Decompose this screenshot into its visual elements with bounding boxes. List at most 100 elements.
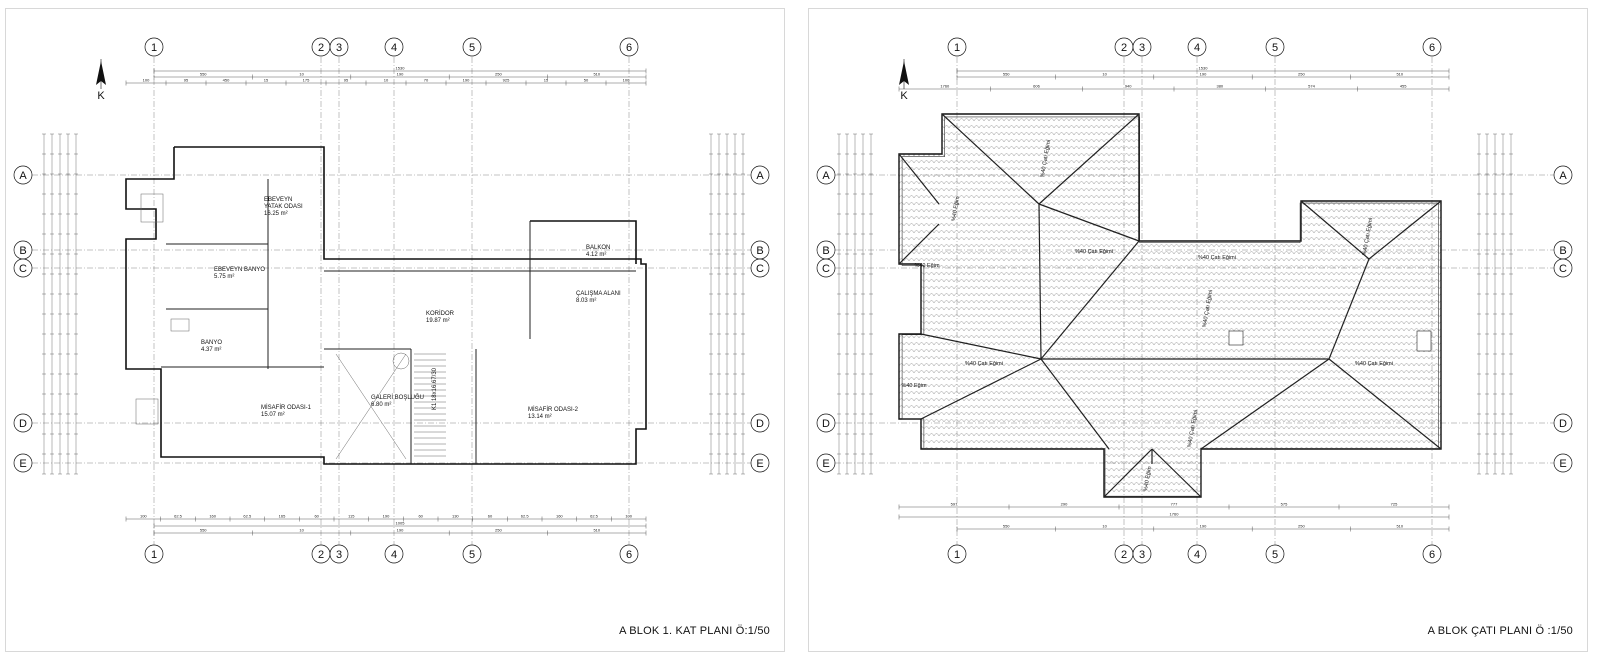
- room-name: BALKON: [586, 245, 610, 251]
- grid-label-row-right: D: [756, 418, 764, 430]
- dimension-label: 1530: [1199, 66, 1209, 71]
- dimension-label: 62.5: [243, 514, 252, 519]
- roof-slope-label: %40 Eğim: [1143, 466, 1153, 492]
- dimension-label: 62.5: [174, 514, 183, 519]
- grid-label-row-right: D: [1559, 418, 1567, 430]
- wall-outline: [125, 146, 647, 465]
- roof-ridge-line: [1038, 203, 1042, 360]
- dimension-label: 100: [140, 514, 147, 519]
- room-area: 13.14 m²: [528, 414, 552, 420]
- bathtub: [140, 193, 164, 223]
- dimension-label: 175: [303, 78, 310, 83]
- north-label: K: [900, 90, 908, 102]
- roof-ridges: [898, 113, 1442, 498]
- roof-slope-label: %40 Çatı Eğimi: [965, 361, 1003, 367]
- top-dimension-total: 1530: [153, 66, 647, 74]
- gallery-void-diagonal: [335, 353, 407, 460]
- grid-label-column-bottom: 3: [1139, 549, 1145, 561]
- roof-slope-label: %40 Çatı Eğimi: [1198, 255, 1236, 261]
- dimension-label: 777: [1171, 502, 1178, 507]
- exterior-walls: [125, 146, 647, 465]
- dimension-label: 510: [593, 72, 600, 77]
- grid-label-row-left: E: [822, 458, 829, 470]
- north-arrow: K: [899, 59, 909, 102]
- grid-label-column-top: 4: [1194, 42, 1200, 54]
- dimension-label: 1005: [396, 521, 406, 526]
- grid-bubble-left: [816, 165, 836, 185]
- grid-bubble-left: [13, 413, 33, 433]
- room-name: EBEVEYN BANYO: [214, 267, 265, 273]
- dimension-label: 510: [593, 528, 600, 533]
- grid-label-row-left: C: [19, 263, 27, 275]
- grid-bubble-left: [13, 258, 33, 278]
- roof-slope-label: %40 Çatı Eğimi: [1075, 249, 1113, 255]
- roof-ridge-line: [1328, 358, 1442, 450]
- north-arrow: K: [96, 59, 106, 102]
- room-name: BANYO: [201, 340, 222, 346]
- roof-ridge-line: [1368, 200, 1442, 260]
- dimension-label: 160: [556, 514, 563, 519]
- roof-slope-label: %40 Eğim: [914, 263, 939, 269]
- dimension-label: 1760: [940, 84, 950, 89]
- bottom-dimension-total: 1005: [153, 521, 647, 529]
- dimension-label: 510: [1396, 72, 1403, 77]
- dimension-label: 550: [200, 528, 207, 533]
- grid-bubble-top: [462, 37, 482, 57]
- dimension-label: 10: [384, 78, 389, 83]
- interior-walls: [161, 179, 636, 464]
- roof-slope-label: %40 Eğim: [951, 196, 961, 222]
- wardrobe: [135, 398, 159, 425]
- grid-label-column-top: 6: [1429, 42, 1435, 54]
- roof-bottom-dimension-total: 1760: [898, 512, 1450, 520]
- grid-label-column-top: 1: [151, 42, 157, 54]
- room-area: 15.07 m²: [261, 412, 285, 418]
- dimension-label: 450: [223, 78, 230, 83]
- grid-bubble-right: [1553, 165, 1573, 185]
- grid-bubble-left: [816, 453, 836, 473]
- grid-bubble-top: [619, 37, 639, 57]
- roof-ridge-line: [1040, 240, 1140, 360]
- balcony-rail: [530, 220, 637, 264]
- grid-bubble-right: [750, 165, 770, 185]
- fixtures: [135, 193, 446, 460]
- grid-bubble-top: [144, 37, 164, 57]
- grid-bubble-bottom: [329, 544, 349, 564]
- room-area: 5.75 m²: [214, 274, 234, 280]
- grid-label-column-top: 3: [1139, 42, 1145, 54]
- grid-label-column-bottom: 4: [391, 549, 397, 561]
- roof-vent: [1416, 330, 1432, 352]
- roof-ridge-line: [1038, 203, 1140, 242]
- grid-label-column-top: 4: [391, 42, 397, 54]
- grid-label-row-left: B: [822, 245, 829, 257]
- roof-plan-title: A BLOK ÇATI PLANI Ö :1/50: [1427, 625, 1573, 637]
- grid-label-column-bottom: 3: [336, 549, 342, 561]
- grid-label-column-top: 2: [1121, 42, 1127, 54]
- grid-label-row-left: C: [822, 263, 830, 275]
- grid-label-column-bottom: 1: [151, 549, 157, 561]
- vertical-dimensions: [837, 133, 873, 475]
- dimension-label: 190: [383, 514, 390, 519]
- roof-ridge-line: [1038, 113, 1140, 205]
- grid-bubble-top: [1422, 37, 1442, 57]
- grid-bubble-left: [816, 413, 836, 433]
- grid-bubble-top: [1265, 37, 1285, 57]
- grid-label-row-right: E: [756, 458, 763, 470]
- dimension-label: 160: [209, 514, 216, 519]
- dimension-label: 100: [625, 514, 632, 519]
- grid-label-row-left: A: [822, 170, 830, 182]
- grid-bubble-bottom: [1187, 544, 1207, 564]
- grid-label-row-left: D: [19, 418, 27, 430]
- dimension-label: 10: [299, 528, 304, 533]
- grid-bubble-top: [329, 37, 349, 57]
